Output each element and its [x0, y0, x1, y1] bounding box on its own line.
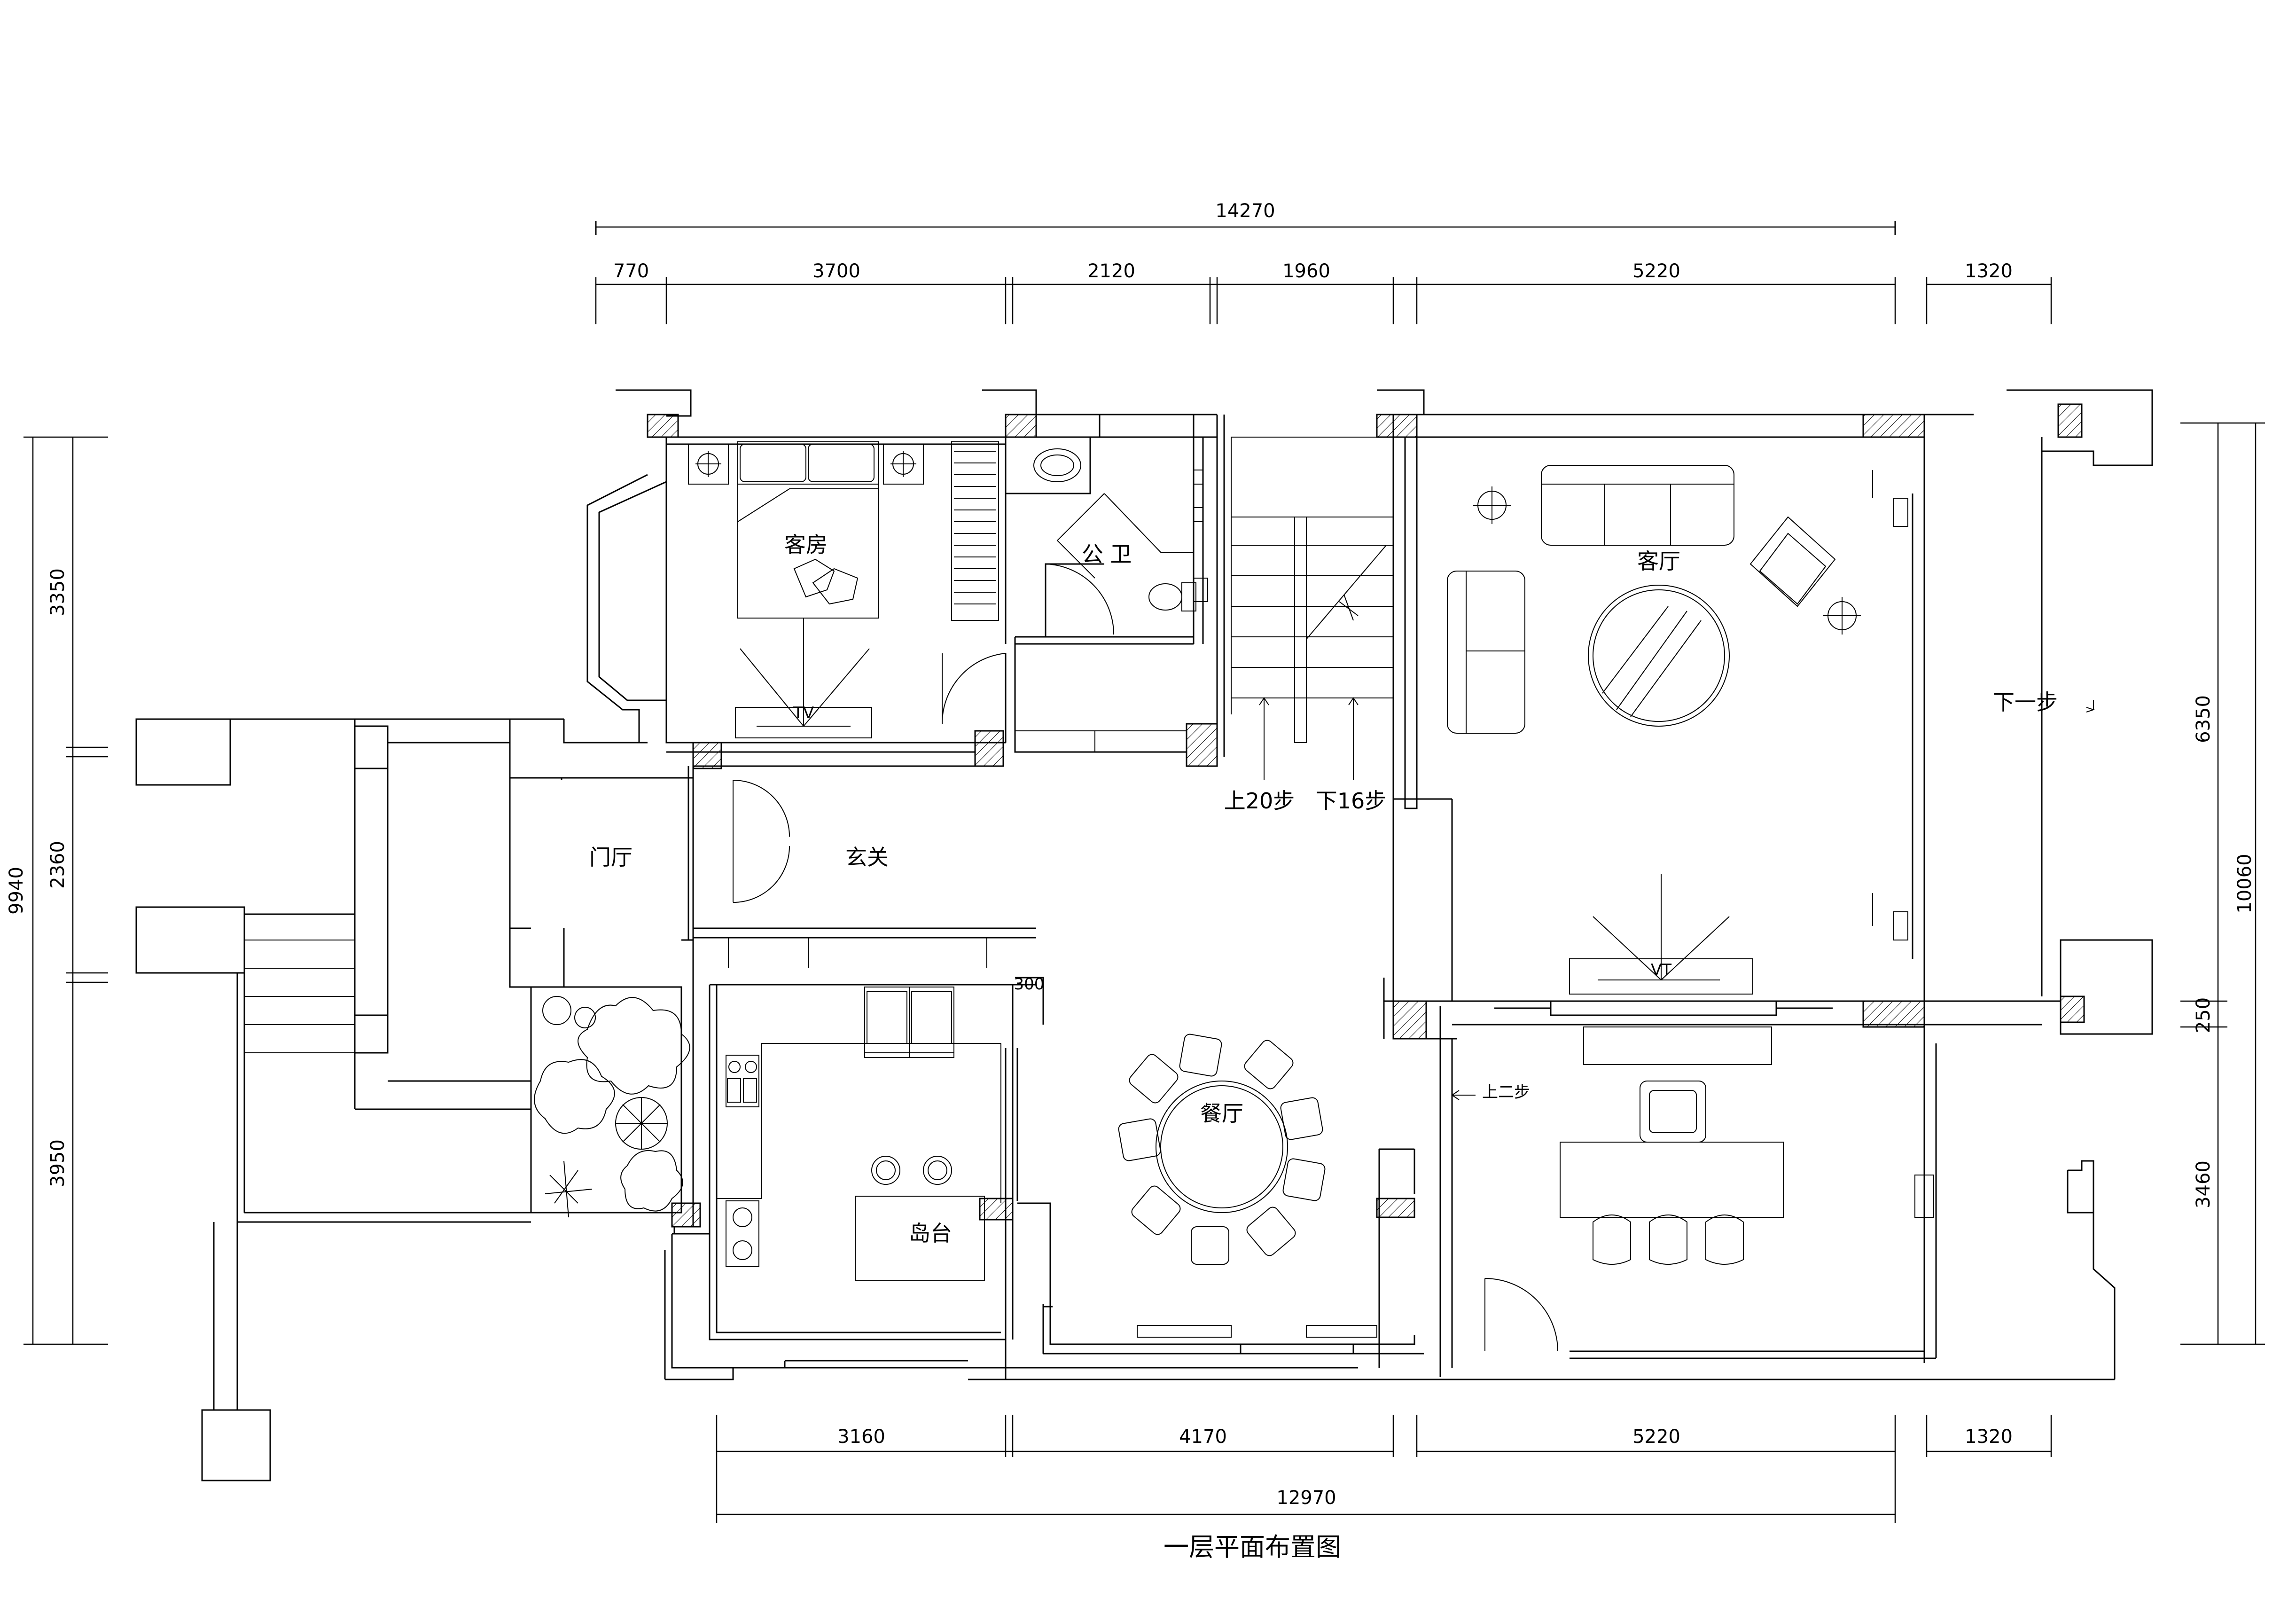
- dim-top-5: 5220: [1632, 260, 1680, 282]
- dim-bottom-3: 5220: [1632, 1426, 1680, 1448]
- building-outline: [135, 389, 2153, 1481]
- wardrobe-hangers: [954, 451, 996, 604]
- label-island: 岛台: [909, 1221, 952, 1246]
- dim-left-2: 2360: [47, 841, 69, 889]
- dim-right-total: 10060: [2234, 854, 2256, 913]
- kitchen-furniture: [717, 987, 1001, 1281]
- tv-label-living: VT: [1651, 961, 1671, 979]
- dim-right-1: 6350: [2193, 695, 2214, 743]
- label-foyer-hall: 门厅: [589, 845, 633, 870]
- dining-chairs: [1118, 1034, 1326, 1265]
- dining-furniture: [1118, 1034, 1377, 1338]
- left-dimensions: 3350 2360 3950 9940: [6, 436, 108, 1345]
- dim-left-1: 3350: [47, 568, 69, 616]
- courtyard-plants: [534, 996, 690, 1218]
- dim-top-6: 1320: [1965, 260, 2013, 282]
- label-public-bath: 公 卫: [1082, 541, 1132, 567]
- label-step-up-two: 上二步: [1482, 1083, 1530, 1102]
- dim-left-total: 9940: [6, 867, 27, 915]
- label-stairs-down: 下16步: [1316, 788, 1387, 814]
- right-dimensions: 6350 250 3460 10060: [2180, 422, 2265, 1345]
- structural-columns: [647, 403, 2085, 1228]
- dim-bottom-1: 3160: [837, 1426, 885, 1448]
- staircase: [1231, 437, 1394, 780]
- public-bath: [1005, 415, 1208, 753]
- living-room-furniture: VT: [1447, 465, 2095, 995]
- dim-left-3: 3950: [47, 1139, 69, 1187]
- dim-top-1: 770: [613, 260, 649, 282]
- dim-top-4: 1960: [1282, 260, 1330, 282]
- label-step-down: 下一步: [1993, 689, 2058, 715]
- label-guest-room: 客房: [784, 532, 828, 557]
- drawing-title: 一层平面布置图: [1164, 1532, 1341, 1562]
- dim-bottom-4: 1320: [1965, 1426, 2013, 1448]
- dim-right-3: 3460: [2193, 1160, 2214, 1208]
- tv-label-guest: TV: [793, 704, 814, 722]
- dim-right-2: 250: [2193, 997, 2214, 1033]
- label-stairs-up: 上20步: [1224, 788, 1295, 814]
- study-furniture: [1451, 1026, 1934, 1352]
- label-dining-room: 餐厅: [1200, 1101, 1243, 1126]
- dim-top-total: 14270: [1215, 200, 1275, 222]
- label-entrance: 玄关: [845, 845, 889, 870]
- guest-room-furniture: TV: [688, 437, 1007, 743]
- label-living-room: 客厅: [1637, 548, 1680, 574]
- dim-top-2: 3700: [812, 260, 860, 282]
- entrance-doors: [733, 780, 790, 903]
- label-kitchen-dim: 300: [1014, 975, 1045, 994]
- top-dimensions: 14270 770 3700 2120 1960 5220 1320: [595, 200, 2052, 324]
- dim-bottom-2: 4170: [1179, 1426, 1227, 1448]
- bottom-dimensions: 3160 4170 5220 1320 12970: [716, 1415, 2052, 1523]
- dim-bottom-total: 12970: [1276, 1487, 1336, 1509]
- dim-top-3: 2120: [1087, 260, 1135, 282]
- room-labels: 客房 公 卫 客厅 门厅 玄关 餐厅 岛台 下一步 上20步 下16步 上二步 …: [589, 532, 2058, 1246]
